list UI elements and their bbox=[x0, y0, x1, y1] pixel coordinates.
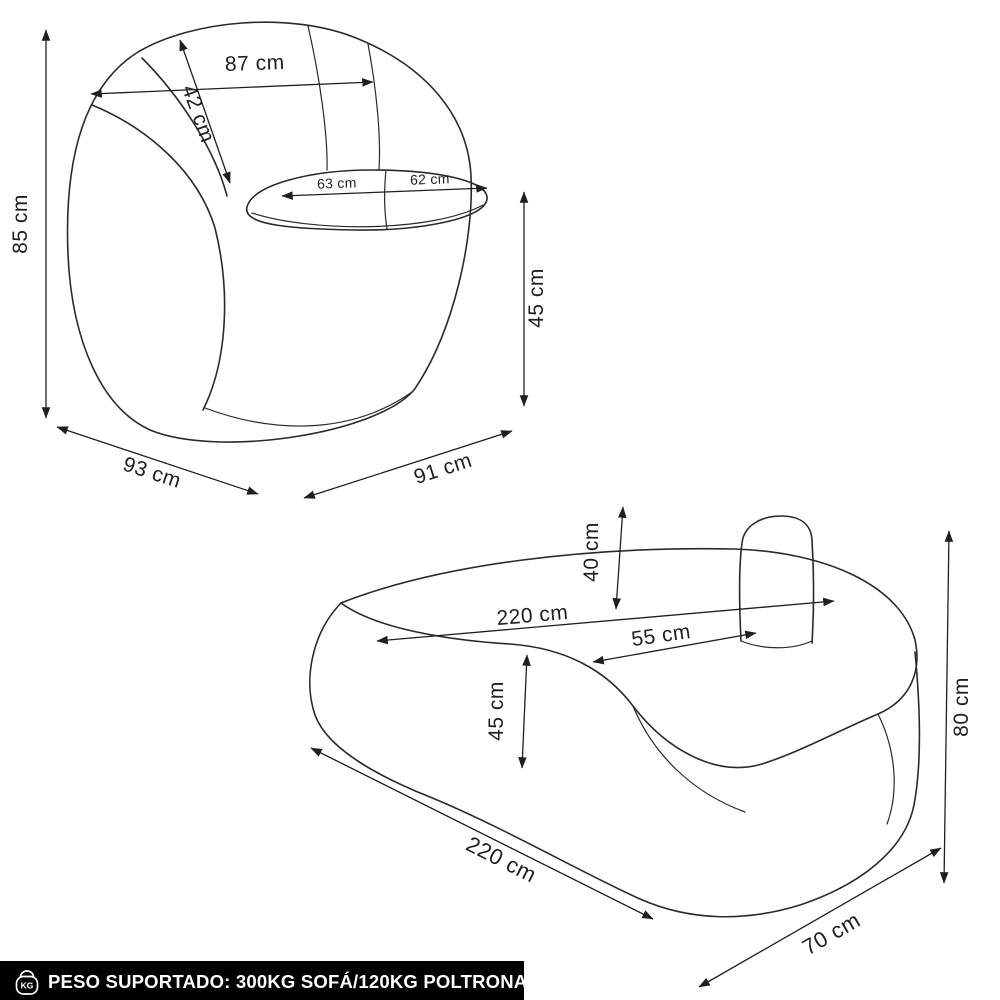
sofa-top-surface bbox=[340, 547, 918, 769]
dim-sofa-length: 220 cm bbox=[376, 597, 835, 645]
dim-line-sofa-height bbox=[939, 530, 954, 884]
kettlebell-kg-label: KG bbox=[21, 981, 34, 991]
dim-armchair-height: 85 cm bbox=[9, 29, 51, 419]
dim-line-armchair-backrest-depth bbox=[179, 39, 231, 184]
dim-line-sofa-seat-depth bbox=[592, 630, 757, 665]
dim-label-armchair-seat-height: 45 cm bbox=[525, 268, 548, 328]
armchair-back-seam-right bbox=[367, 43, 381, 171]
dim-sofa-height: 80 cm bbox=[939, 530, 973, 884]
kettlebell-body bbox=[15, 975, 39, 995]
dim-line-armchair-base-width bbox=[303, 430, 513, 499]
dim-line-armchair-seat-width bbox=[281, 184, 488, 200]
banner-label: PESO SUPORTADO: 300KG SOFÁ/120KG POLTRON… bbox=[48, 971, 527, 992]
dim-line-sofa-base-length bbox=[310, 747, 654, 920]
dim-label-armchair-height: 85 cm bbox=[9, 194, 32, 254]
dim-label-armchair-seat-width-left: 63 cm bbox=[317, 174, 357, 191]
dim-label-armchair-seat-width-right: 62 cm bbox=[410, 170, 450, 187]
kettlebell-kg-icon: KG bbox=[15, 970, 39, 995]
dim-line-armchair-base-depth bbox=[56, 426, 259, 495]
dim-armchair-seat-height: 45 cm bbox=[519, 191, 548, 407]
dim-label-sofa-backrest-height: 40 cm bbox=[580, 522, 603, 582]
armchair-back-seam-mid bbox=[307, 25, 328, 171]
armchair-arm-front-edge bbox=[91, 104, 226, 411]
dim-label-sofa-height: 80 cm bbox=[950, 677, 973, 737]
armchair-base-skirt bbox=[204, 391, 413, 427]
sofa-backrest bbox=[738, 515, 815, 644]
dim-line-sofa-depth bbox=[698, 847, 942, 988]
sofa-front-dip-seam bbox=[632, 705, 746, 813]
dim-label-armchair-top-width: 87 cm bbox=[225, 51, 285, 76]
armchair-seat-inner-rim bbox=[251, 204, 484, 228]
armchair-outline bbox=[66, 21, 473, 443]
kettlebell-handle bbox=[19, 970, 35, 978]
weight-capacity-banner: KG PESO SUPORTADO: 300KG SOFÁ/120KG POLT… bbox=[0, 961, 527, 1000]
dim-line-sofa-backrest-height bbox=[612, 506, 627, 610]
dim-line-armchair-top-width bbox=[90, 78, 374, 98]
dim-sofa-backrest-height: 40 cm bbox=[580, 506, 627, 610]
dim-armchair-top-width: 87 cm bbox=[90, 51, 374, 98]
sofa-right-end-seam bbox=[877, 713, 895, 825]
dim-label-sofa-seat-height: 45 cm bbox=[485, 681, 508, 741]
dim-armchair-seat-width: 63 cm 62 cm bbox=[281, 170, 488, 200]
dim-line-sofa-length bbox=[376, 597, 835, 645]
banner-background bbox=[0, 961, 524, 1000]
